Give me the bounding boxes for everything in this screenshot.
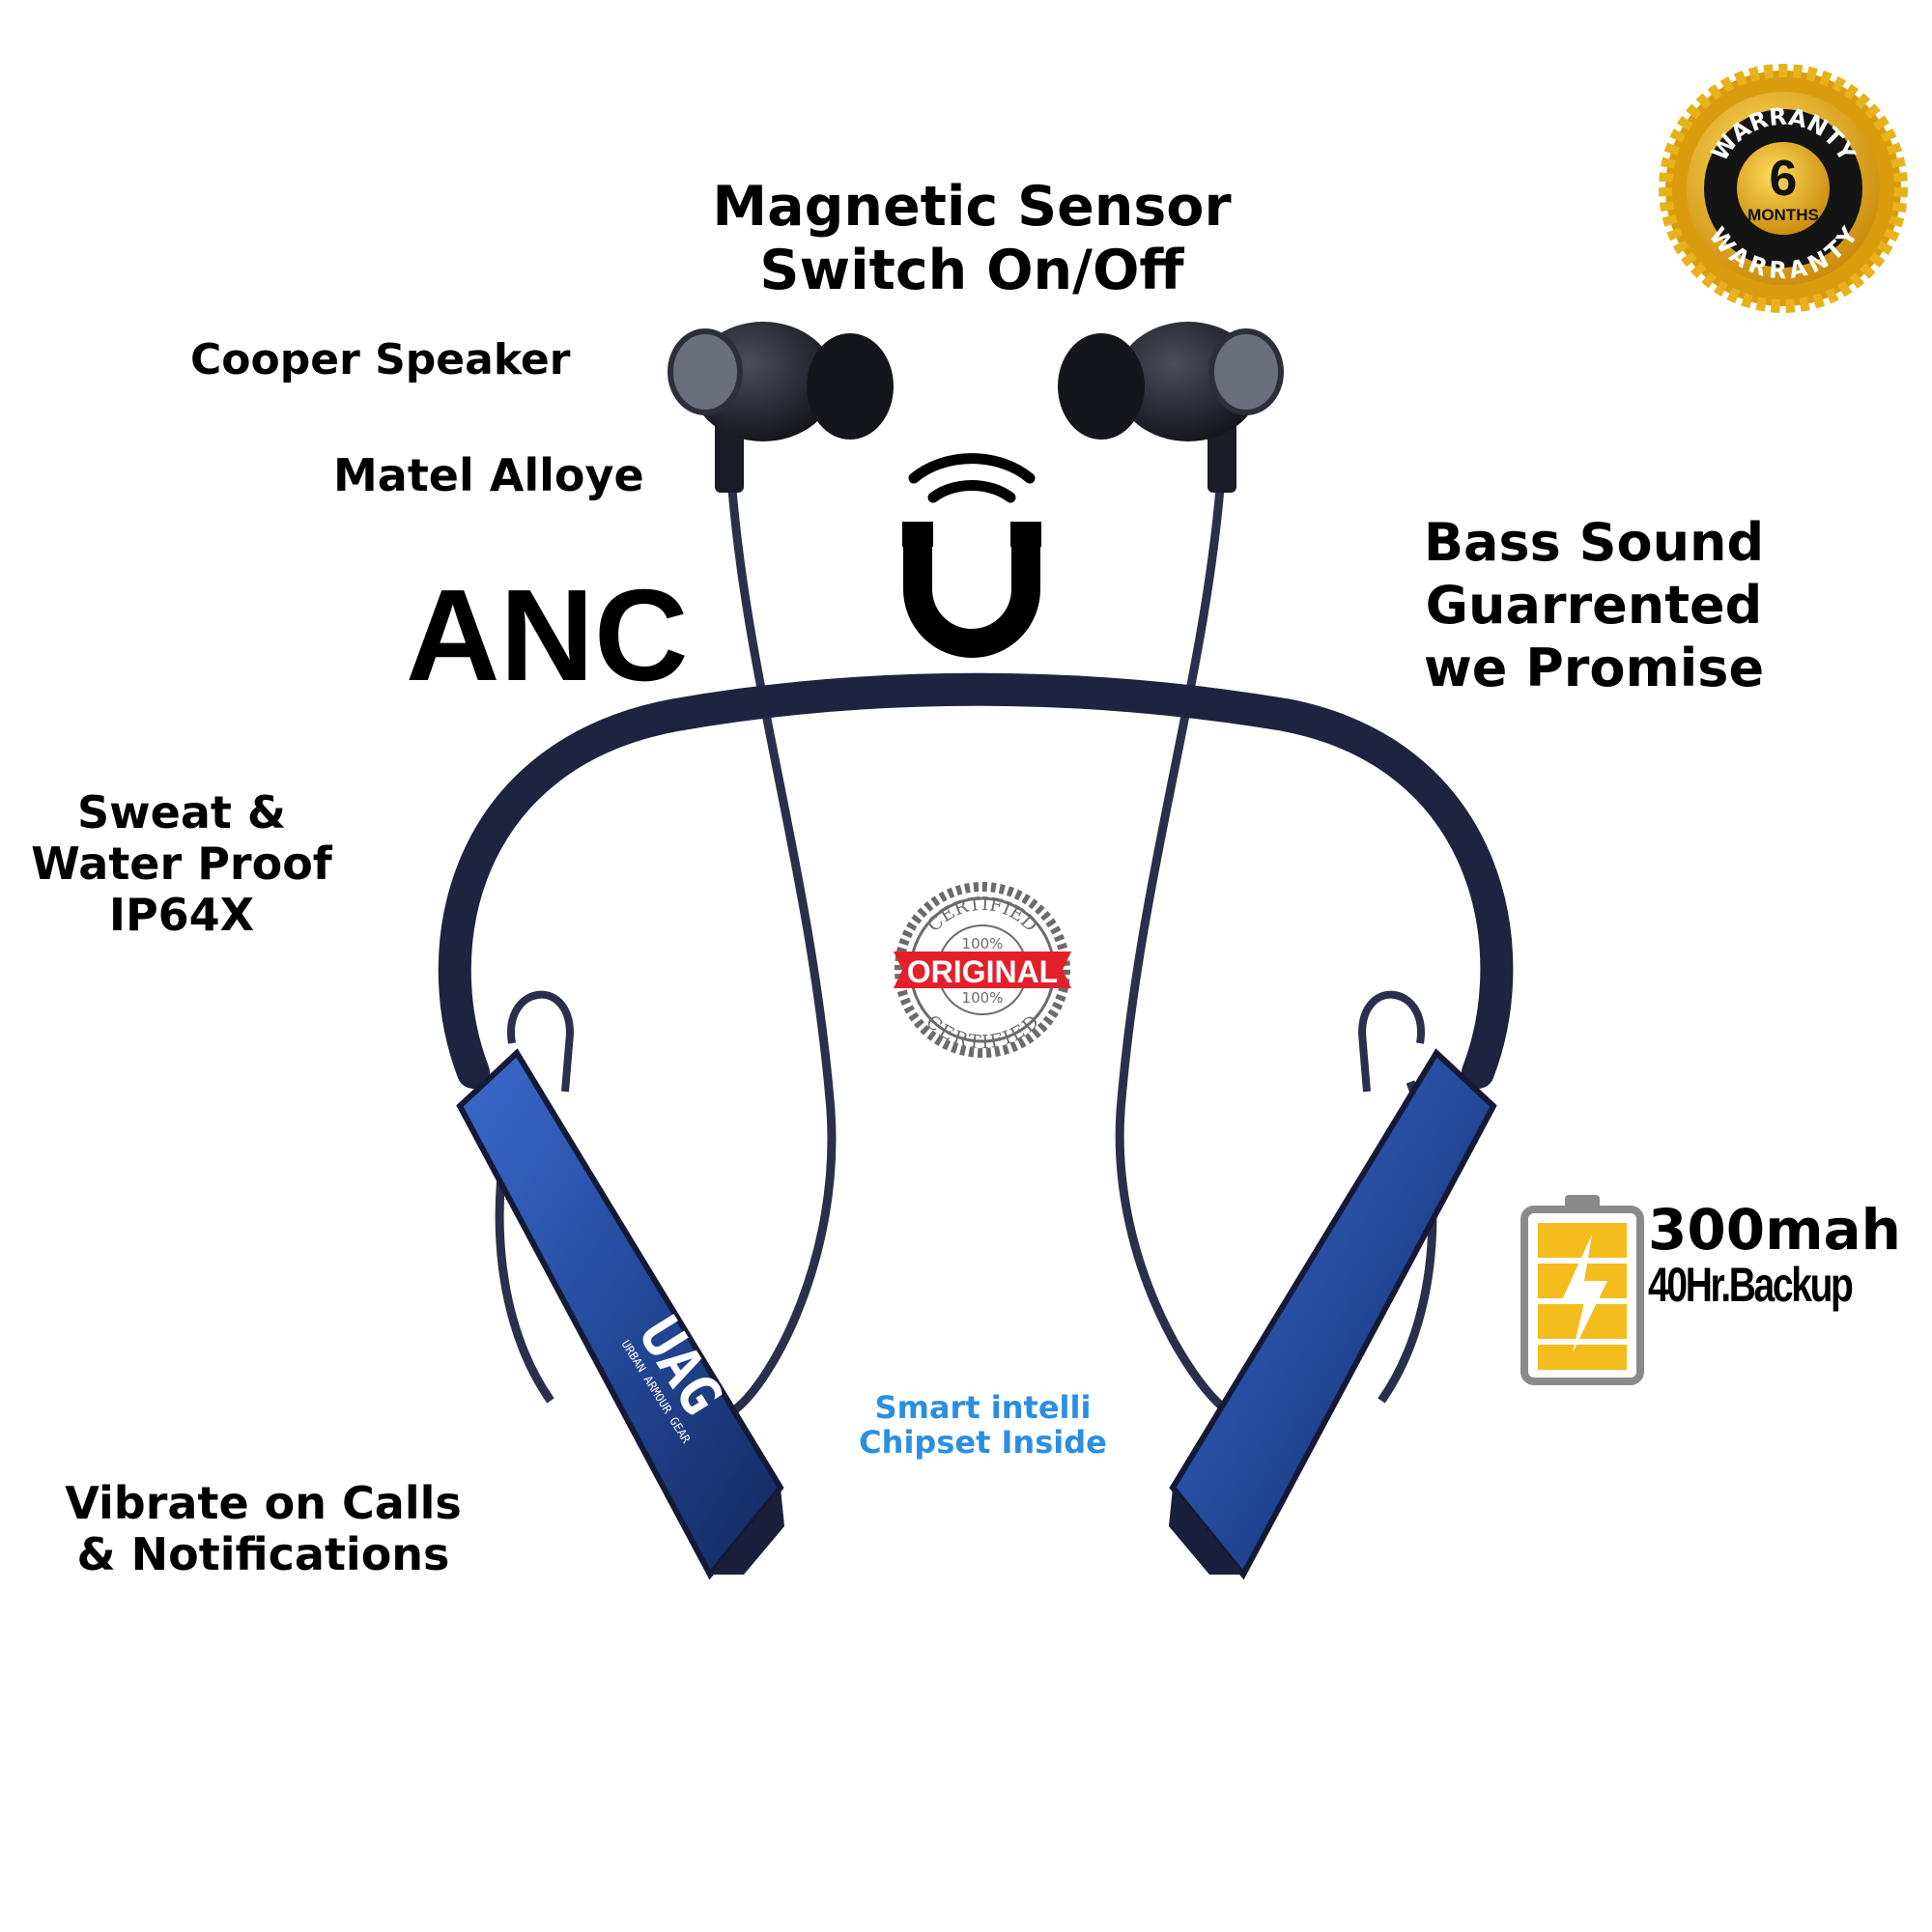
right-pod <box>1169 1048 1497 1580</box>
sweat-line-2: Water Proof <box>31 837 332 890</box>
magnetic-line-2: Switch On/Off <box>759 238 1184 302</box>
battery-charging-icon <box>1520 1195 1644 1385</box>
metal-alloy-label: Matel Alloye <box>333 449 644 501</box>
chipset-line-2: Chipset Inside <box>859 1423 1107 1461</box>
anc-label: ANC <box>406 562 689 708</box>
chipset-line-1: Smart intelli <box>874 1389 1092 1426</box>
vibrate-line-2: & Notifications <box>76 1527 450 1580</box>
neckband <box>438 672 1514 1089</box>
chipset-label: Smart intelli Chipset Inside <box>811 1389 1154 1461</box>
warranty-badge: WARRANTY WARRANTY 6 MONTHS <box>1659 64 1908 313</box>
bass-line-3: we Promise <box>1423 637 1765 698</box>
water-proof-label: Sweat & Water Proof IP64X <box>17 787 346 941</box>
magnetic-sensor-label: Magnetic Sensor Switch On/Off <box>682 175 1262 302</box>
vibrate-label: Vibrate on Calls & Notifications <box>39 1478 488 1580</box>
bass-sound-label: Bass Sound Guarrented we Promise <box>1391 512 1797 699</box>
svg-text:100%: 100% <box>962 935 1004 952</box>
right-cable <box>1115 463 1230 1414</box>
magnet-wireless-icon <box>902 453 1041 658</box>
cooper-speaker-label: Cooper Speaker <box>190 335 571 384</box>
svg-text:6: 6 <box>1770 151 1798 207</box>
original-certified-seal: CERTIFIED CERTIFIED 100% 100% ORIGINAL <box>894 882 1071 1058</box>
vibrate-line-1: Vibrate on Calls <box>65 1477 462 1529</box>
battery-capacity-label: 300mah <box>1648 1197 1901 1263</box>
battery-backup-label: 40Hr.Backup <box>1648 1258 1854 1312</box>
right-earbud <box>1058 322 1284 493</box>
svg-text:ORIGINAL: ORIGINAL <box>907 954 1058 989</box>
left-cable <box>725 463 837 1414</box>
left-earbud <box>668 322 894 493</box>
sweat-line-1: Sweat & <box>77 786 286 838</box>
bass-line-1: Bass Sound <box>1423 512 1765 573</box>
sweat-line-3: IP64X <box>108 888 255 941</box>
bass-line-2: Guarrented <box>1425 574 1763 636</box>
svg-text:MONTHS: MONTHS <box>1747 206 1819 224</box>
magnetic-line-1: Magnetic Sensor <box>712 175 1232 239</box>
svg-text:100%: 100% <box>962 989 1004 1007</box>
